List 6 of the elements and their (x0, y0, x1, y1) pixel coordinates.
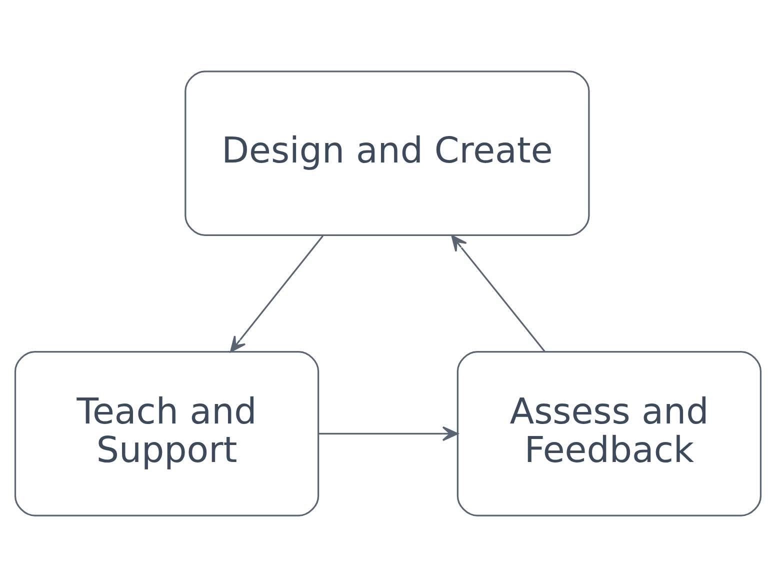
arrow (451, 235, 546, 352)
node-box: Teach and Support (14, 351, 320, 516)
arrow (230, 235, 324, 352)
node-box: Design and Create (184, 70, 590, 236)
node-box: Assess and Feedback (456, 351, 762, 516)
arrow (318, 426, 458, 442)
